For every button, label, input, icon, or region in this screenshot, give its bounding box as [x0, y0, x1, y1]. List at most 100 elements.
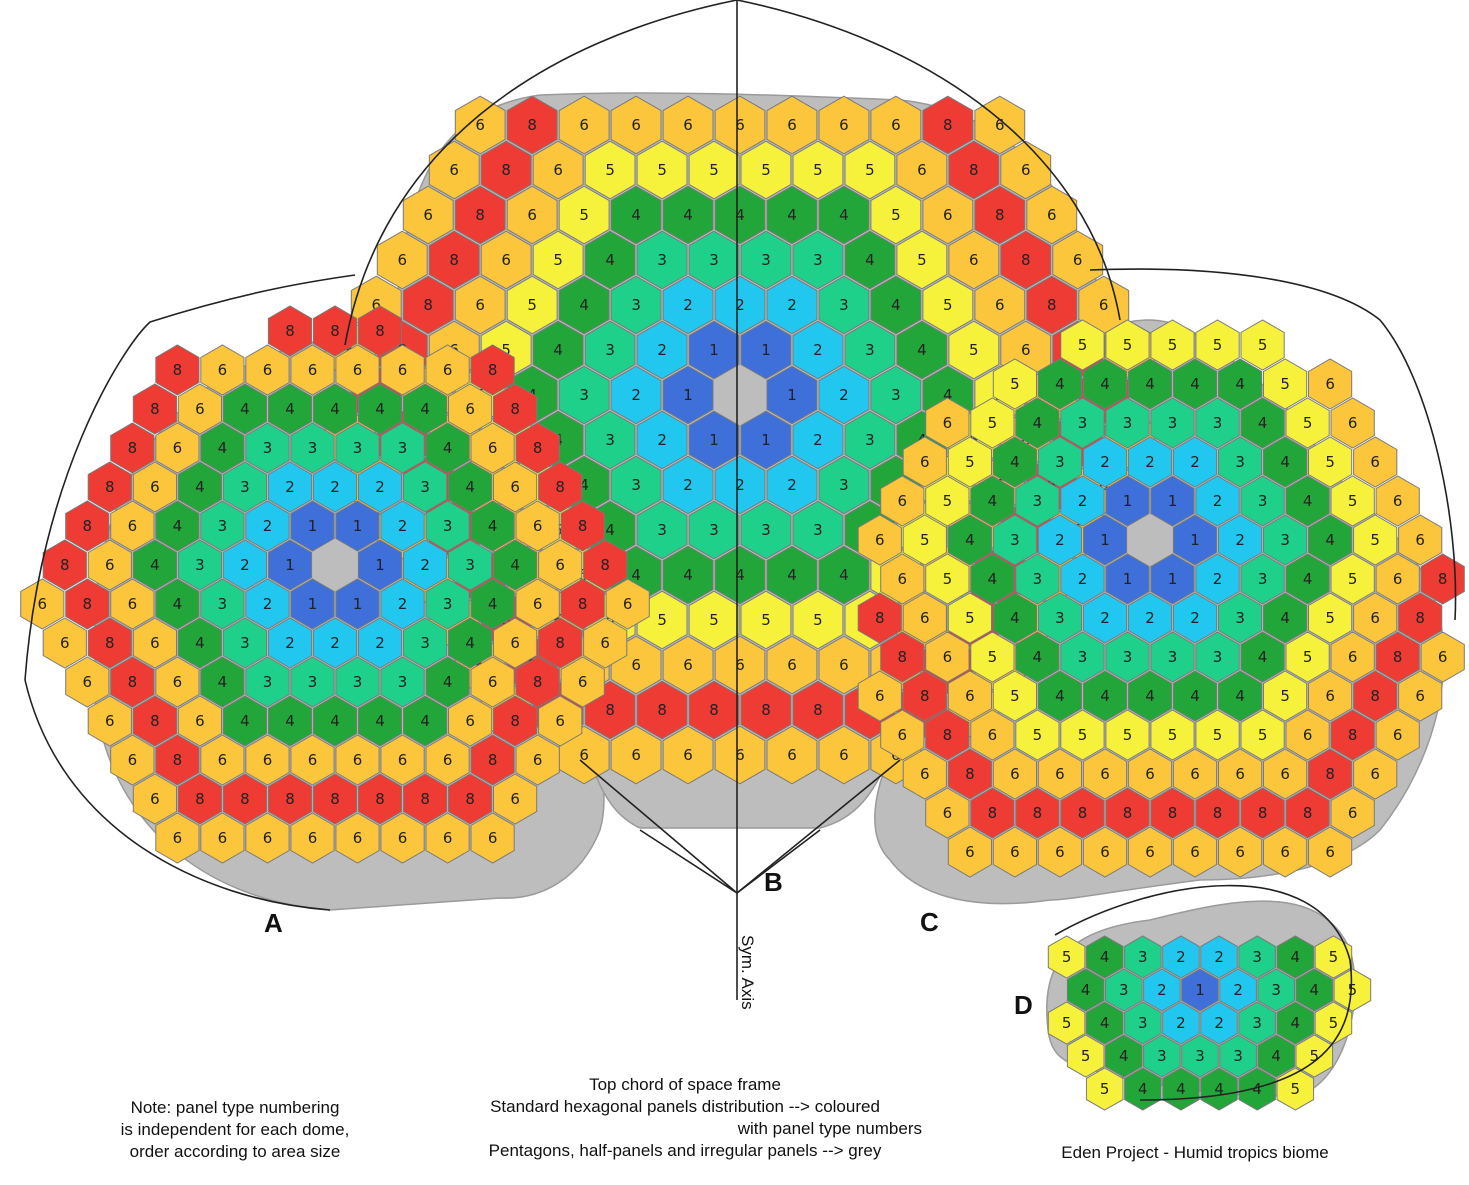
svg-text:3: 3	[1258, 492, 1268, 510]
dome-a-panel: 8	[538, 461, 583, 513]
svg-text:6: 6	[398, 829, 408, 847]
dome-a-panel: 3	[380, 422, 425, 474]
svg-text:5: 5	[657, 161, 667, 179]
dome-c-panel: 4	[1218, 358, 1263, 410]
svg-text:8: 8	[128, 439, 138, 457]
dome-c-panel: 6	[880, 553, 925, 605]
svg-text:5: 5	[1010, 375, 1020, 393]
svg-text:6: 6	[423, 206, 433, 224]
dome-c-panel: 6	[902, 436, 947, 488]
dome-c-panel: 6	[1353, 436, 1398, 488]
svg-text:4: 4	[443, 673, 453, 691]
dome-c-panel: 6	[1263, 748, 1308, 800]
svg-text:8: 8	[709, 701, 719, 719]
svg-text:5: 5	[969, 341, 979, 359]
dome-a-panel: 6	[20, 578, 65, 630]
svg-text:5: 5	[943, 492, 953, 510]
dome-c-panel: 6	[1308, 826, 1353, 878]
dome-d-panel: 2	[1219, 968, 1257, 1012]
svg-text:1: 1	[1168, 570, 1178, 588]
dome-c-panel: 3	[1195, 397, 1240, 449]
dome-a-panel: 6	[605, 578, 650, 630]
svg-text:5: 5	[1348, 981, 1358, 999]
dome-c-panel: 5	[1308, 436, 1353, 488]
svg-text:6: 6	[150, 634, 160, 652]
dome-c-panel: 4	[1263, 436, 1308, 488]
dome-a-panel: 6	[335, 344, 380, 396]
dome-a-panel: 6	[132, 617, 177, 669]
svg-text:6: 6	[898, 726, 908, 744]
svg-text:8: 8	[128, 673, 138, 691]
dome-c-panel: 5	[1150, 319, 1195, 371]
dome-b-panel: 8	[974, 185, 1026, 245]
dome-c-panel: 1	[1150, 553, 1195, 605]
svg-text:2: 2	[263, 595, 273, 613]
svg-text:8: 8	[527, 116, 537, 134]
svg-text:8: 8	[605, 701, 615, 719]
dome-b-panel: 2	[714, 455, 766, 515]
svg-text:4: 4	[605, 521, 615, 539]
svg-text:6: 6	[553, 161, 563, 179]
dome-c-panel: 6	[902, 748, 947, 800]
svg-text:6: 6	[1010, 843, 1020, 861]
dome-a-panel: 8	[155, 344, 200, 396]
svg-text:5: 5	[709, 611, 719, 629]
svg-text:4: 4	[1252, 1080, 1262, 1098]
svg-text:8: 8	[969, 161, 979, 179]
svg-text:3: 3	[353, 439, 363, 457]
dome-b-panel: 6	[1026, 185, 1078, 245]
svg-text:6: 6	[943, 206, 953, 224]
dome-a-panel: 6	[245, 812, 290, 864]
svg-text:2: 2	[420, 556, 430, 574]
svg-text:6: 6	[1190, 843, 1200, 861]
svg-text:5: 5	[1258, 726, 1268, 744]
dome-label-b: B	[764, 867, 783, 897]
dome-a-panel: 6	[200, 734, 245, 786]
svg-text:4: 4	[1145, 375, 1155, 393]
svg-text:4: 4	[1303, 492, 1313, 510]
dome-a-panel: 3	[403, 461, 448, 513]
svg-text:8: 8	[1213, 804, 1223, 822]
svg-text:2: 2	[657, 341, 667, 359]
dome-c-panel: 8	[1353, 670, 1398, 722]
svg-text:4: 4	[1033, 414, 1043, 432]
dome-a-panel: 6	[583, 617, 628, 669]
dome-a-panel: 6	[470, 656, 515, 708]
dome-c-panel: 4	[1015, 631, 1060, 683]
dome-a-panel: 6	[155, 656, 200, 708]
dome-b-panel: 6	[766, 725, 818, 785]
dome-a-panel: 6	[515, 500, 560, 552]
svg-text:8: 8	[578, 595, 588, 613]
dome-a-panel: 1	[335, 578, 380, 630]
svg-text:5: 5	[579, 206, 589, 224]
dome-d-panel: 5	[1047, 1001, 1086, 1045]
svg-text:6: 6	[995, 116, 1005, 134]
svg-text:6: 6	[1303, 726, 1313, 744]
svg-text:4: 4	[865, 251, 875, 269]
svg-text:6: 6	[579, 746, 589, 764]
svg-text:6: 6	[533, 517, 543, 535]
dome-b-panel: 4	[818, 545, 870, 605]
svg-text:6: 6	[943, 414, 953, 432]
svg-text:4: 4	[285, 712, 295, 730]
svg-text:6: 6	[1021, 341, 1031, 359]
note-legend: Top chord of space frame Standard hexago…	[440, 1074, 930, 1162]
svg-text:6: 6	[1348, 648, 1358, 666]
svg-text:8: 8	[988, 804, 998, 822]
svg-text:3: 3	[263, 439, 273, 457]
dome-b-panel: 3	[740, 500, 792, 560]
svg-text:8: 8	[465, 790, 475, 808]
dome-b-panel: 4	[532, 320, 584, 380]
svg-text:3: 3	[1157, 1047, 1167, 1065]
svg-text:8: 8	[600, 556, 610, 574]
dome-a-panel: 6	[65, 656, 110, 708]
dome-c-panel: 5	[970, 631, 1015, 683]
dome-b-panel: 4	[714, 545, 766, 605]
svg-text:6: 6	[353, 829, 363, 847]
svg-text:8: 8	[965, 765, 975, 783]
dome-a-panel: 4	[312, 383, 358, 435]
svg-text:3: 3	[1078, 648, 1088, 666]
svg-text:3: 3	[813, 521, 823, 539]
svg-text:6: 6	[965, 843, 975, 861]
